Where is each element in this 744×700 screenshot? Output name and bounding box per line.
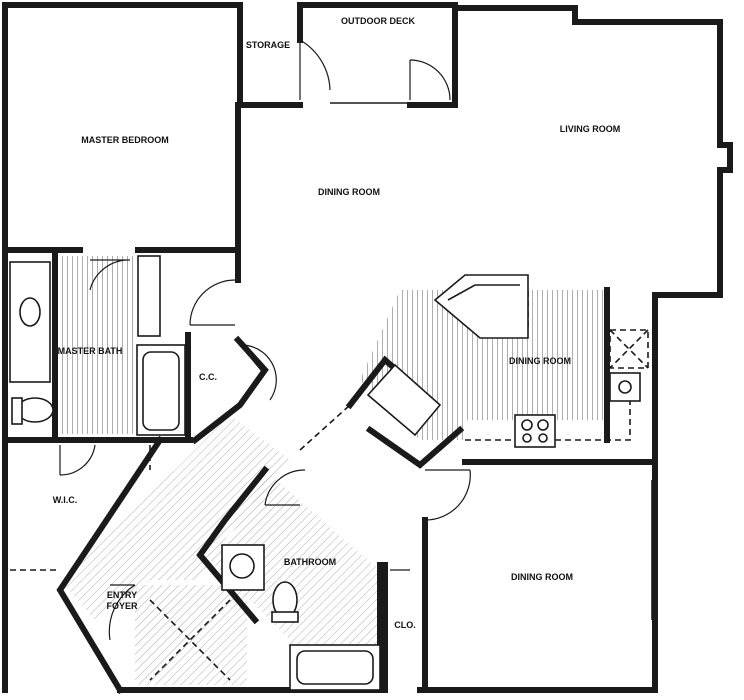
bathroom-label: BATHROOM	[284, 557, 336, 567]
wic-diagonal-wall	[56, 435, 165, 695]
cc-door[interactable]	[239, 344, 277, 401]
kitchen-island	[433, 274, 529, 339]
master-tub	[136, 344, 186, 436]
entry-label: ENTRY	[107, 590, 137, 600]
lower-dining-door[interactable]	[424, 469, 471, 521]
master-bedroom-wall	[135, 109, 241, 253]
kitchen-lower-diagonal	[365, 425, 465, 469]
foyer-closet-floor	[135, 585, 247, 685]
master-bath-door[interactable]	[89, 259, 131, 291]
vanity	[9, 261, 51, 383]
entry-foyer-floor	[60, 415, 290, 620]
master-toilet-tank	[11, 397, 23, 425]
master-bath-label: MASTER BATH	[58, 346, 123, 356]
linen-shelf	[137, 255, 161, 337]
refrigerator-diag	[609, 329, 649, 369]
exterior-wall-left	[2, 2, 83, 253]
lower-dining-label: DINING ROOM	[511, 572, 573, 582]
kitchen-pass-through	[299, 404, 351, 451]
living-room-label: LIVING ROOM	[560, 124, 621, 134]
foyer-closet-mark	[149, 599, 231, 681]
sink-drain	[618, 380, 632, 394]
right-wall-lower	[417, 292, 658, 693]
clo-label: CLO.	[394, 620, 416, 630]
vanity-sink	[19, 297, 41, 327]
storage-door[interactable]	[299, 39, 331, 100]
kitchen-dining-label: DINING ROOM	[509, 356, 571, 366]
burner	[522, 433, 532, 443]
deck-wall-right	[407, 5, 733, 298]
bathroom-toilet-tank	[271, 611, 299, 623]
wic-door[interactable]	[59, 444, 96, 476]
outdoor-deck-label: OUTDOOR DECK	[341, 16, 416, 26]
foyer-closet-door[interactable]	[108, 584, 136, 641]
bathroom-door[interactable]	[264, 469, 306, 506]
master-tub-inner	[142, 351, 180, 431]
bathroom-vanity	[221, 544, 265, 591]
wic-label: W.I.C.	[53, 495, 78, 505]
burner	[538, 433, 548, 443]
range	[514, 414, 556, 448]
pantry	[366, 363, 442, 437]
cc-label: C.C.	[199, 372, 217, 382]
burner	[521, 419, 533, 431]
storage-label: STORAGE	[246, 40, 290, 50]
bathroom-floor	[210, 470, 380, 690]
foyer-label: FOYER	[106, 601, 138, 611]
bathroom-sink	[229, 553, 255, 579]
bathroom-tub-inner	[296, 650, 374, 685]
kitchen-sink	[609, 372, 641, 402]
refrigerator	[609, 329, 649, 369]
cc-diagonal-wall	[190, 335, 269, 445]
master-bedroom-label: MASTER BEDROOM	[81, 135, 169, 145]
dining-room-label: DINING ROOM	[318, 187, 380, 197]
island-inner	[447, 284, 520, 301]
exterior-wall-top	[2, 2, 303, 108]
foyer-closet-mark	[149, 599, 231, 681]
bedroom-door[interactable]	[189, 279, 236, 326]
deck-door[interactable]	[409, 59, 451, 101]
bathroom-tub	[289, 644, 381, 691]
refrigerator-diag	[609, 329, 649, 369]
master-bath-floor	[55, 256, 135, 434]
burner	[537, 419, 549, 431]
